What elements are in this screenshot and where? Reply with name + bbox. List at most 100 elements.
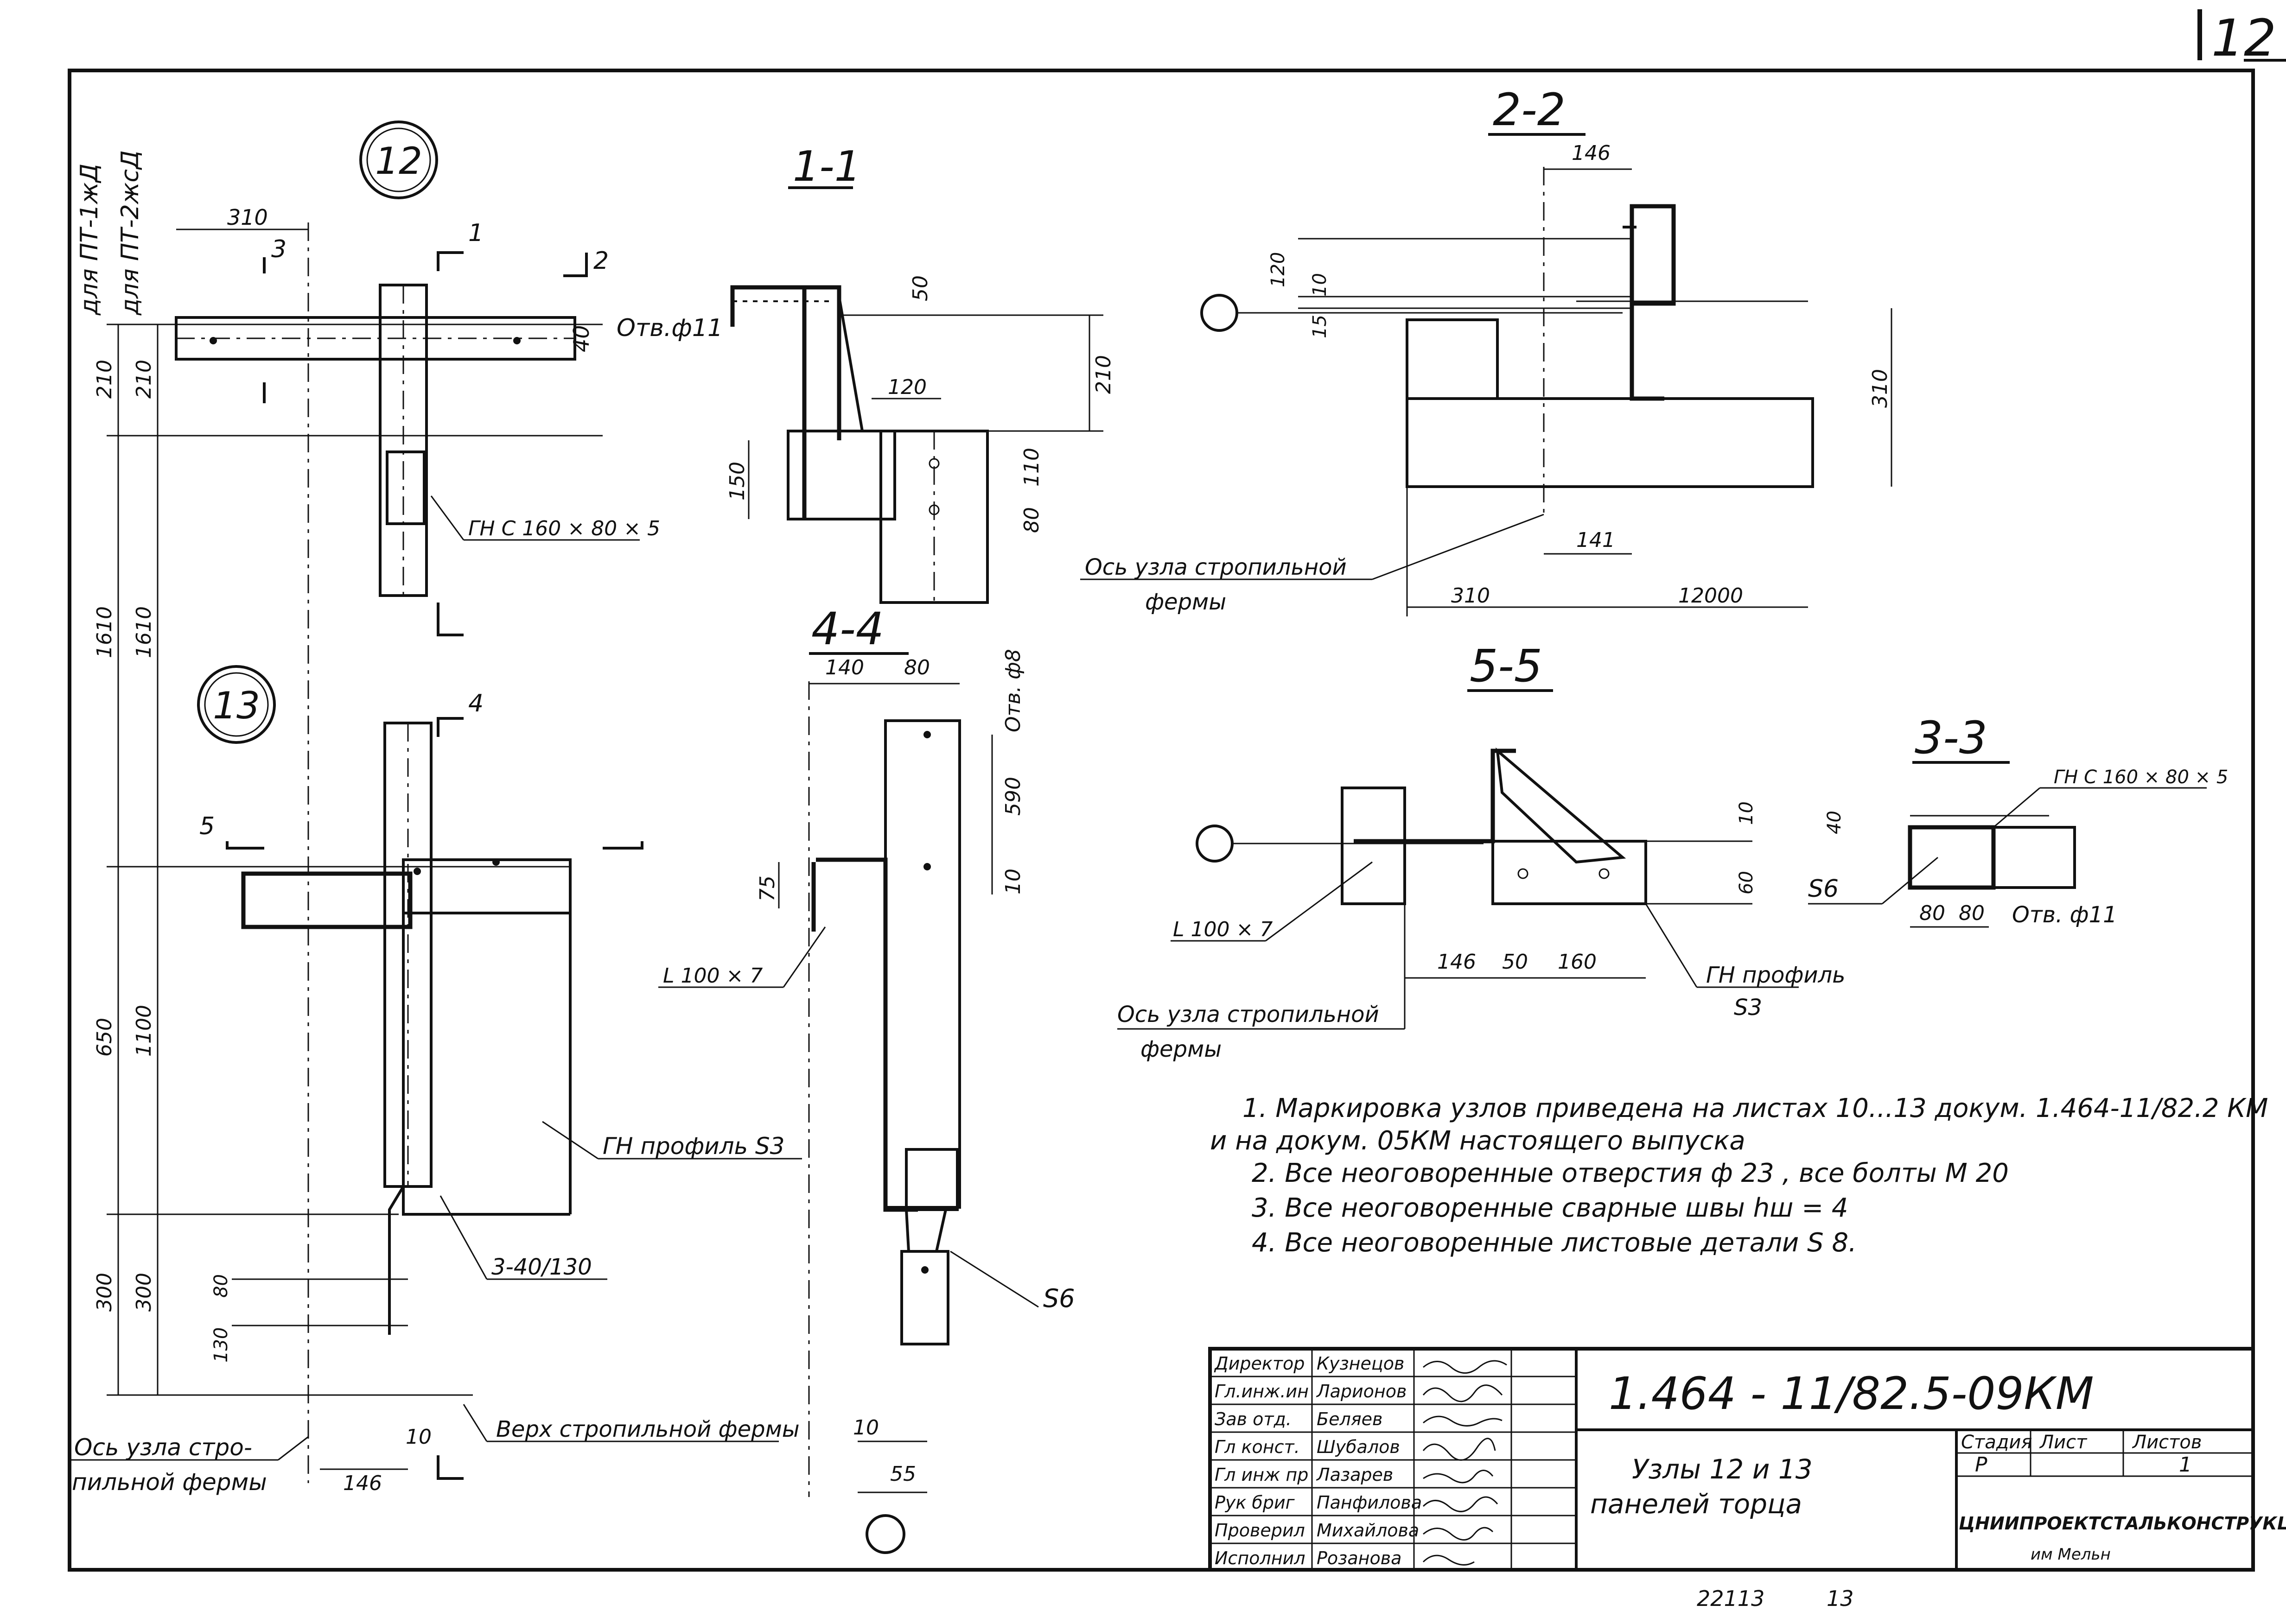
dim-80-44: 80: [904, 656, 930, 679]
staff-role-2: Зав отд.: [1215, 1409, 1292, 1429]
dim-210a: 210: [93, 360, 116, 399]
callout-gn-s3: ГН профиль S3: [603, 1133, 784, 1160]
doc-title-2: панелей торца: [1590, 1488, 1802, 1520]
label-pt1: для ПТ-1жД: [76, 164, 103, 316]
callout-truss-top: Верх стропильной фермы: [496, 1416, 800, 1442]
staff-name-7: Розанова: [1317, 1548, 1401, 1568]
staff-name-5: Панфилова: [1317, 1492, 1422, 1513]
sheets-header: Листов: [2132, 1432, 2202, 1453]
title-block: Директор Кузнецов Гл.инж.ин Ларионов Зав…: [1208, 1347, 2286, 1572]
dim-130: 130: [210, 1327, 232, 1363]
callout-axis55-a: Ось узла стропильной: [1117, 1002, 1379, 1028]
callout-holes-13: 3-40/130: [491, 1254, 592, 1280]
staff-name-1: Ларионов: [1316, 1381, 1407, 1402]
callout-angle-44: L 100 × 7: [663, 964, 763, 988]
note-3: 3. Все неоговоренные сварные швы hш = 4: [1252, 1193, 1848, 1223]
dim-50-55: 50: [1502, 950, 1528, 974]
dim-141: 141: [1576, 528, 1615, 552]
callout-s6-33: S6: [1808, 875, 1839, 903]
dim-1610b: 1610: [132, 606, 156, 658]
sheet-header: Лист: [2039, 1432, 2088, 1453]
dim-146-13: 146: [343, 1472, 382, 1495]
dim-140-44: 140: [825, 656, 864, 679]
cut-mark-4: 4: [468, 690, 484, 717]
dim-40-n12: 40: [569, 325, 594, 352]
dim-210-11: 210: [1092, 355, 1115, 394]
section44-view: 4-4 140 80 Отв. ф8 590 10 75 L 100 × 7 S…: [658, 603, 1075, 1554]
note-4: 4. Все неоговоренные листовые детали S 8…: [1252, 1228, 1857, 1258]
dim-1100: 1100: [132, 1005, 156, 1057]
staff-role-6: Проверил: [1215, 1520, 1305, 1541]
staff-rows: Директор Кузнецов Гл.инж.ин Ларионов Зав…: [1210, 1353, 1576, 1568]
dim-55: 55: [890, 1462, 916, 1486]
staff-name-6: Михайлова: [1317, 1520, 1419, 1541]
dim-60-55: 60: [1736, 871, 1757, 894]
section22-view: 2-2 146 120 10 15 310 141 310 12000 Ось …: [1080, 84, 1892, 616]
cut-mark-3: 3: [271, 235, 287, 263]
dim-1610a: 1610: [93, 606, 116, 658]
org-line1: ЦНИИПРОЕКТСТАЛЬКОНСТРУКЦИЯ: [1959, 1513, 2286, 1534]
callout-gn-s3-55b: S3: [1734, 995, 1762, 1021]
callout-gn-c160-33: ГН С 160 × 80 × 5: [2054, 767, 2228, 788]
staff-role-3: Гл конст.: [1215, 1437, 1300, 1457]
dim-310-top: 310: [227, 205, 268, 230]
dim-120-11: 120: [888, 375, 927, 399]
stage-value: Р: [1975, 1453, 1987, 1477]
staff-role-0: Директор: [1214, 1353, 1305, 1374]
dim-210b: 210: [132, 360, 156, 399]
dim-110-11: 110: [1020, 448, 1044, 487]
callout-axis55-b: фермы: [1140, 1036, 1222, 1062]
sec22-label: 2-2: [1493, 84, 1566, 136]
callout-axis22-a: Ось узла стропильной: [1085, 554, 1347, 580]
callout-gn-s3-55a: ГН профиль: [1706, 962, 1846, 988]
cut-mark-1: 1: [468, 219, 484, 247]
dim-10-13: 10: [406, 1425, 432, 1449]
node12-view: 12 для ПТ-1жД для ПТ-2жсД 210 210 1610 1…: [76, 121, 723, 1483]
sheet-corner-number: 12: [2211, 8, 2276, 68]
dim-10-44b: 10: [853, 1416, 879, 1440]
archive-number: 22113: [1697, 1586, 1764, 1611]
signatures: [1422, 1360, 1507, 1566]
dim-15-22: 15: [1309, 315, 1331, 338]
dim-310-22b: 310: [1451, 584, 1490, 608]
section55-view: 5-5 10 60 146 50 160 L 100 × 7 Ось узла …: [1117, 640, 1846, 1062]
sec55-label: 5-5: [1470, 640, 1542, 692]
note-2: 2. Все неоговоренные отверстия ф 23 , вс…: [1252, 1158, 2009, 1188]
dim-10-22: 10: [1309, 273, 1331, 297]
notes-block: 1. Маркировка узлов приведена на листах …: [1210, 1093, 2268, 1258]
dim-50-11: 50: [909, 275, 932, 301]
sec33-label: 3-3: [1915, 712, 1987, 764]
staff-name-0: Кузнецов: [1317, 1353, 1404, 1374]
staff-role-7: Исполнил: [1215, 1548, 1305, 1568]
note-1: 1. Маркировка узлов приведена на листах …: [1242, 1093, 2268, 1123]
staff-name-3: Шубалов: [1317, 1437, 1400, 1457]
label-pt2: для ПТ-2жсД: [116, 150, 144, 316]
cut-mark-2: 2: [593, 247, 609, 275]
dim-160-55: 160: [1558, 950, 1597, 974]
dim-80-13: 80: [210, 1274, 232, 1298]
callout-axis13-b: пильной фермы: [72, 1469, 267, 1496]
dim-80-11: 80: [1020, 507, 1044, 533]
dim-80-33b: 80: [1959, 901, 1985, 925]
sheet-frame: [68, 69, 2255, 1572]
dim-40-33: 40: [1824, 811, 1845, 834]
callout-hole8: Отв. ф8: [1001, 649, 1025, 732]
doc-title-1: Узлы 12 и 13: [1632, 1453, 1813, 1485]
bottom-page: 13: [1827, 1586, 1854, 1611]
sheets-value: 1: [2179, 1453, 2192, 1477]
dim-300a: 300: [93, 1273, 116, 1312]
dim-650: 650: [93, 1018, 116, 1057]
dim-80-33a: 80: [1919, 901, 1945, 925]
dim-10-44: 10: [1001, 869, 1025, 894]
dim-10-55: 10: [1736, 801, 1757, 825]
dim-590: 590: [1001, 777, 1025, 816]
node12-label: 12: [375, 140, 422, 183]
doc-code: 1.464 - 11/82.5-09КМ: [1609, 1368, 2094, 1420]
callout-hole11-33: Отв. ф11: [2012, 902, 2117, 928]
dim-120-22: 120: [1267, 252, 1289, 287]
dim-75: 75: [756, 875, 779, 901]
dim-300b: 300: [132, 1273, 156, 1312]
staff-role-4: Гл инж пр: [1215, 1465, 1308, 1485]
callout-s6-44: S6: [1043, 1284, 1075, 1313]
section33-view: 3-3 40 ГН С 160 × 80 × 5 80 80 Отв. ф11 …: [1808, 712, 2228, 928]
